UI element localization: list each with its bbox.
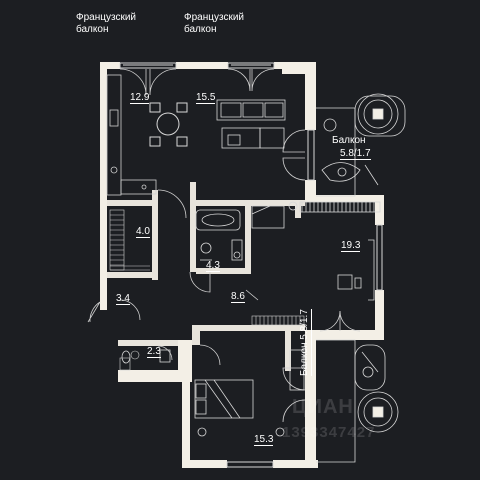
doors [87,68,361,423]
french-balcony-label-left: Французский балкон [76,12,136,36]
label-line: Французский [76,12,136,23]
balcony-bottom-label: Балкон 5.8/1.7 [299,309,312,376]
bathroom-fixtures [195,209,243,261]
watermark-logo: ЦИАН [292,396,354,418]
wc-fixtures [121,349,171,364]
room-area-storage: 4.0 [136,226,150,238]
dining-table [149,102,188,147]
hall-wardrobe [119,315,305,371]
room-area-wc: 2.3 [147,346,161,358]
kitchen-counter [106,74,157,196]
room-area-kitchen: 12.9 [130,92,150,104]
balcony-top-area: 5.8/1.7 [340,148,371,160]
outer-walls [100,62,384,468]
bedroom-right-furniture [251,201,381,301]
room-area-bedroom-bottom: 15.3 [254,434,274,446]
room-area-hall: 8.6 [231,291,245,303]
storage-shelving [109,209,150,271]
room-area-entrance: 3.4 [116,293,130,305]
bedroom-bottom-furniture [194,349,305,437]
label-line: Французский [184,12,244,23]
living-furniture [216,99,286,149]
label-line: балкон [76,24,109,35]
windows [119,62,383,468]
room-area-living: 15.5 [196,92,216,104]
room-area-bathroom: 4.3 [206,260,220,272]
balcony-bottom [316,339,399,463]
balcony-top [316,93,406,197]
balcony-top-name: Балкон [332,135,366,146]
room-area-bedroom-right: 19.3 [341,240,361,252]
label-line: балкон [184,24,217,35]
watermark-id: 1393347427 [282,424,376,441]
interior-walls [107,182,305,371]
french-balcony-label-right: Французский балкон [184,12,244,36]
